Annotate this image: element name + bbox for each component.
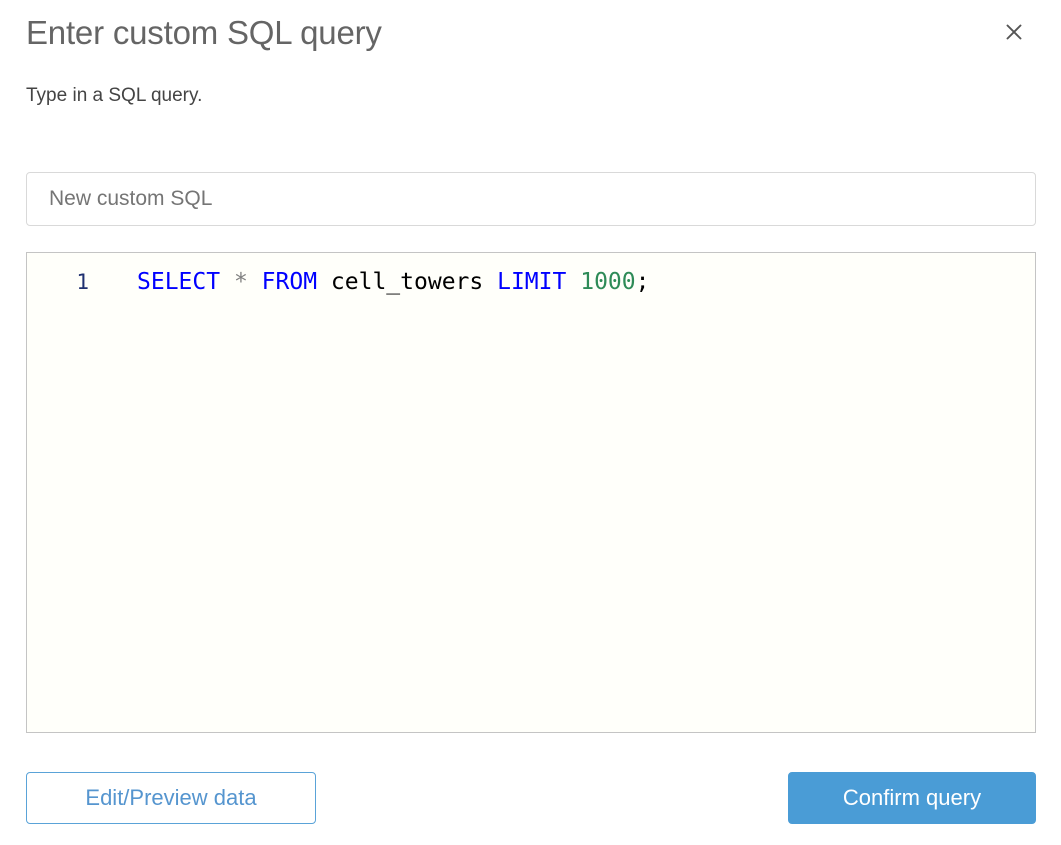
confirm-query-button[interactable]: Confirm query xyxy=(788,772,1036,824)
code-line-row: 1 SELECT * FROM cell_towers LIMIT 1000; xyxy=(27,253,1035,297)
sql-code-text[interactable]: SELECT * FROM cell_towers LIMIT 1000; xyxy=(137,269,650,295)
edit-preview-data-button[interactable]: Edit/Preview data xyxy=(26,772,316,824)
close-button[interactable] xyxy=(997,15,1031,49)
page-title: Enter custom SQL query xyxy=(26,14,382,51)
dialog-header: Enter custom SQL query xyxy=(0,0,1061,70)
line-number-gutter: 1 xyxy=(76,270,89,294)
dialog-subtitle: Type in a SQL query. xyxy=(26,85,203,106)
sql-code-editor[interactable]: 1 SELECT * FROM cell_towers LIMIT 1000; xyxy=(26,252,1036,733)
query-name-input[interactable] xyxy=(26,172,1036,226)
close-icon xyxy=(1003,21,1025,43)
